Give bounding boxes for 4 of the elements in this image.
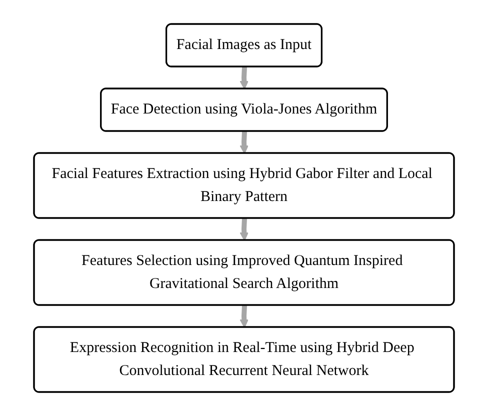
arrow xyxy=(240,305,249,328)
arrow xyxy=(240,66,249,90)
arrow xyxy=(240,218,249,241)
arrow xyxy=(240,131,249,154)
